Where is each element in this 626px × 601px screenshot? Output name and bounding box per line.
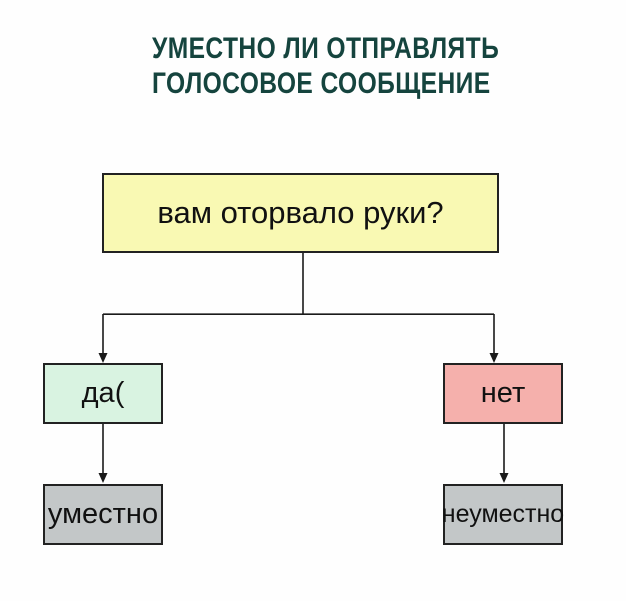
outcome-node-appropriate: уместно	[43, 484, 163, 545]
page-title-line2: ГОЛОСОВОЕ СООБЩЕНИЕ	[152, 67, 491, 100]
page-title-line1: УМЕСТНО ЛИ ОТПРАВЛЯТЬ	[152, 32, 500, 65]
answer-node-yes: да(	[43, 363, 163, 424]
outcome-node-inappropriate: неуместно	[441, 484, 565, 545]
outcome-node-inappropriate-label: неуместно	[441, 500, 565, 528]
answer-node-yes-label: да(	[81, 377, 125, 409]
answer-node-no: нет	[443, 363, 563, 424]
question-node: вам оторвало руки?	[102, 173, 499, 253]
answer-node-no-label: нет	[480, 377, 526, 409]
question-node-label: вам оторвало руки?	[157, 195, 444, 230]
page-title: УМЕСТНО ЛИ ОТПРАВЛЯТЬ ГОЛОСОВОЕ СООБЩЕНИ…	[152, 31, 499, 101]
outcome-node-appropriate-label: уместно	[47, 498, 159, 530]
